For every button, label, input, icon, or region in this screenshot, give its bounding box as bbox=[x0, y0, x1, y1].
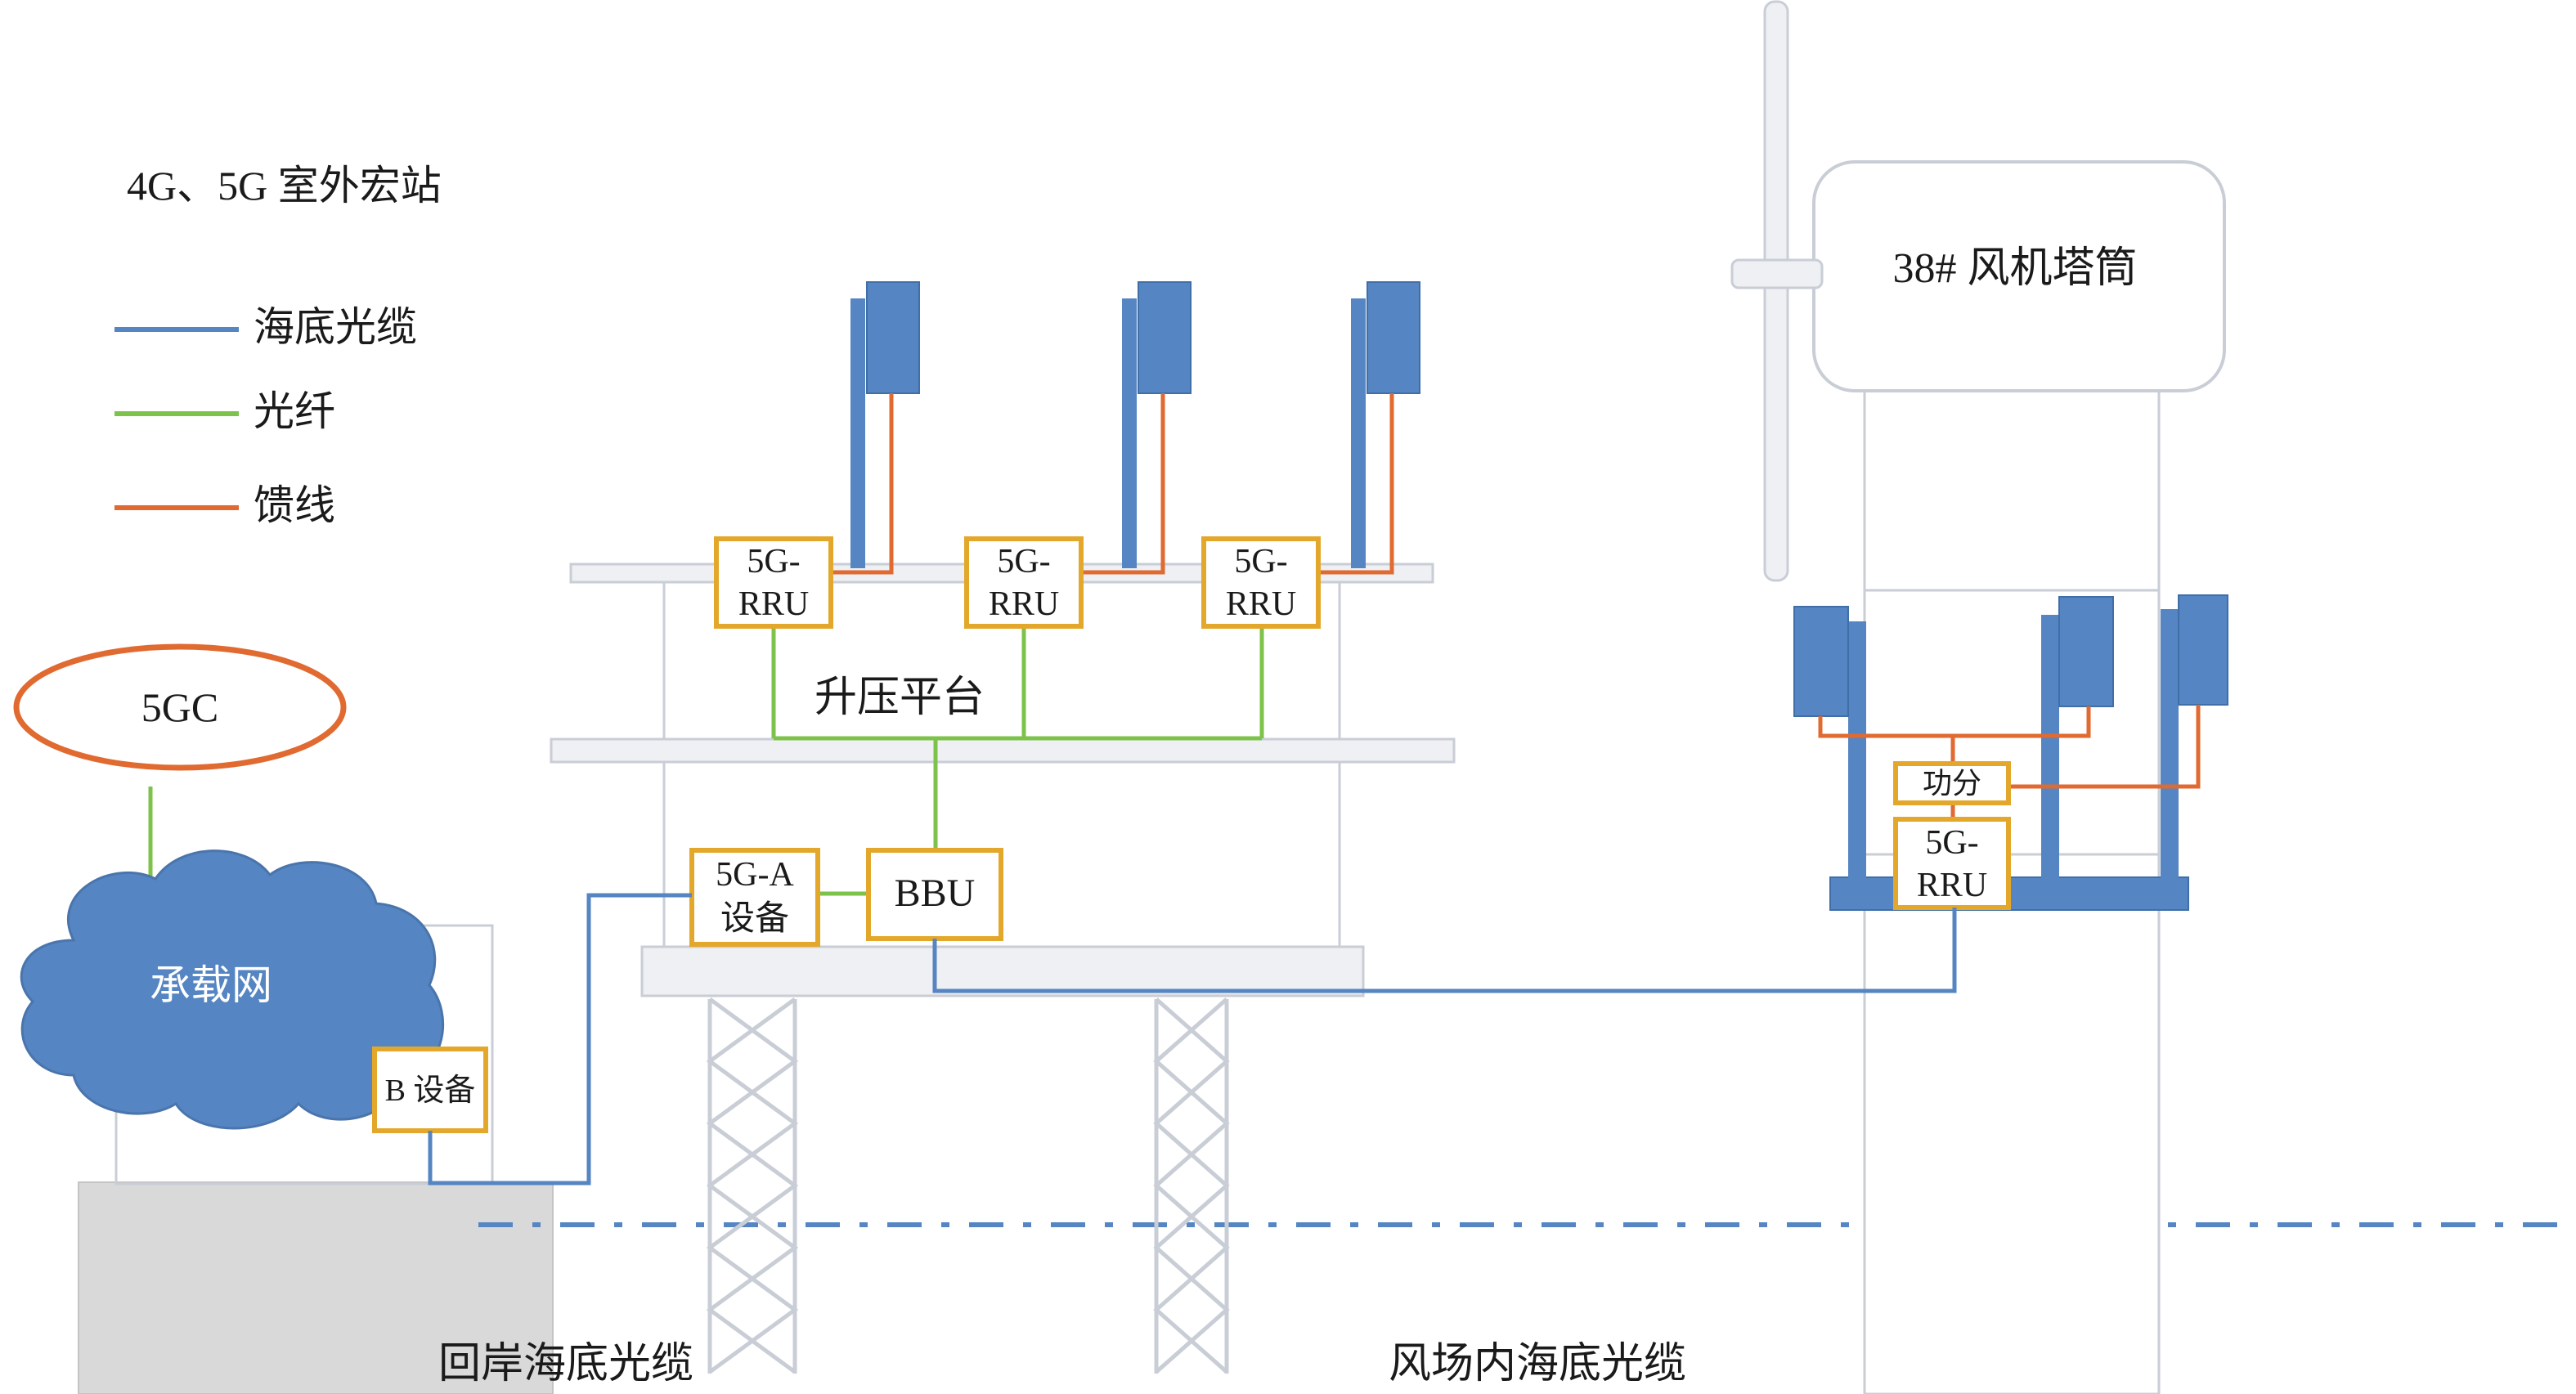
tower-feeders bbox=[1818, 705, 2201, 819]
fiber-rru-to-bbu bbox=[771, 626, 1264, 850]
shore-submarine-cable bbox=[428, 893, 692, 1186]
platform-jacket-right bbox=[1153, 997, 1230, 1374]
legend-submarine-label: 海底光缆 bbox=[254, 304, 417, 350]
bbu-label: BBU bbox=[895, 872, 976, 915]
platform-antenna-3 bbox=[1351, 281, 1420, 568]
turbine-blade bbox=[1763, 0, 1789, 582]
feeder-rru-3 bbox=[1318, 393, 1394, 575]
turbine-hub bbox=[1730, 258, 1824, 289]
legend-fiber-label: 光纤 bbox=[254, 388, 335, 434]
bbu-device: BBU bbox=[866, 848, 1003, 941]
5gc-core-node bbox=[13, 643, 347, 771]
legend-feeder-label: 馈线 bbox=[254, 482, 335, 528]
splitter-label: 功分 bbox=[1923, 767, 1981, 800]
platform-antenna-1 bbox=[850, 281, 920, 568]
rru-2-line2: RRU bbox=[989, 585, 1059, 623]
rru-3-line1: 5G- bbox=[1234, 543, 1287, 580]
platform-label: 升压平台 bbox=[815, 675, 985, 721]
cloud-label: 承载网 bbox=[150, 962, 272, 1008]
tower-rru-line2: RRU bbox=[1917, 867, 1987, 904]
power-splitter: 功分 bbox=[1893, 761, 2011, 805]
5g-a-line1: 5G-A bbox=[716, 856, 794, 894]
tower-antenna-2 bbox=[2041, 596, 2114, 879]
platform-rru-1: 5G- RRU bbox=[714, 536, 833, 629]
legend-title: 4G、5G 室外宏站 bbox=[127, 163, 442, 208]
tower-label: 38# 风机塔筒 bbox=[1892, 245, 2137, 292]
tower-antenna-3 bbox=[2161, 594, 2228, 879]
5g-a-device: 5G-A 设备 bbox=[689, 848, 820, 947]
feeder-rru-2 bbox=[1078, 393, 1165, 575]
tower-rru: 5G- RRU bbox=[1893, 817, 2011, 910]
field-submarine-cable bbox=[932, 908, 1957, 993]
b-device bbox=[372, 1047, 488, 1133]
rru-3-line2: RRU bbox=[1226, 585, 1296, 623]
shore-cable-caption: 回岸海底光缆 bbox=[438, 1341, 693, 1387]
rru-1-line1: 5G- bbox=[747, 543, 800, 580]
tower-antenna-1 bbox=[1793, 606, 1866, 879]
tower-rru-line1: 5G- bbox=[1925, 824, 1978, 862]
platform-lower-deck bbox=[640, 945, 1365, 997]
rru-1-line2: RRU bbox=[738, 585, 809, 623]
legend: 4G、5G 室外宏站 海底光缆 光纤 馈线 bbox=[114, 163, 442, 528]
platform-middle-deck bbox=[550, 737, 1456, 764]
platform-rru-3: 5G- RRU bbox=[1201, 536, 1321, 629]
platform-antenna-2 bbox=[1122, 281, 1192, 568]
feeder-rru-1 bbox=[826, 393, 894, 575]
platform-jacket-left bbox=[706, 997, 799, 1374]
rru-2-line1: 5G- bbox=[997, 543, 1050, 580]
5gc-label: 5GC bbox=[141, 684, 218, 730]
field-cable-caption: 风场内海底光缆 bbox=[1389, 1341, 1686, 1387]
5g-a-line2: 设备 bbox=[720, 900, 789, 938]
platform-rru-2: 5G- RRU bbox=[964, 536, 1084, 629]
b-device-label: B 设备 bbox=[385, 1074, 476, 1108]
shore-ground bbox=[78, 1181, 554, 1394]
